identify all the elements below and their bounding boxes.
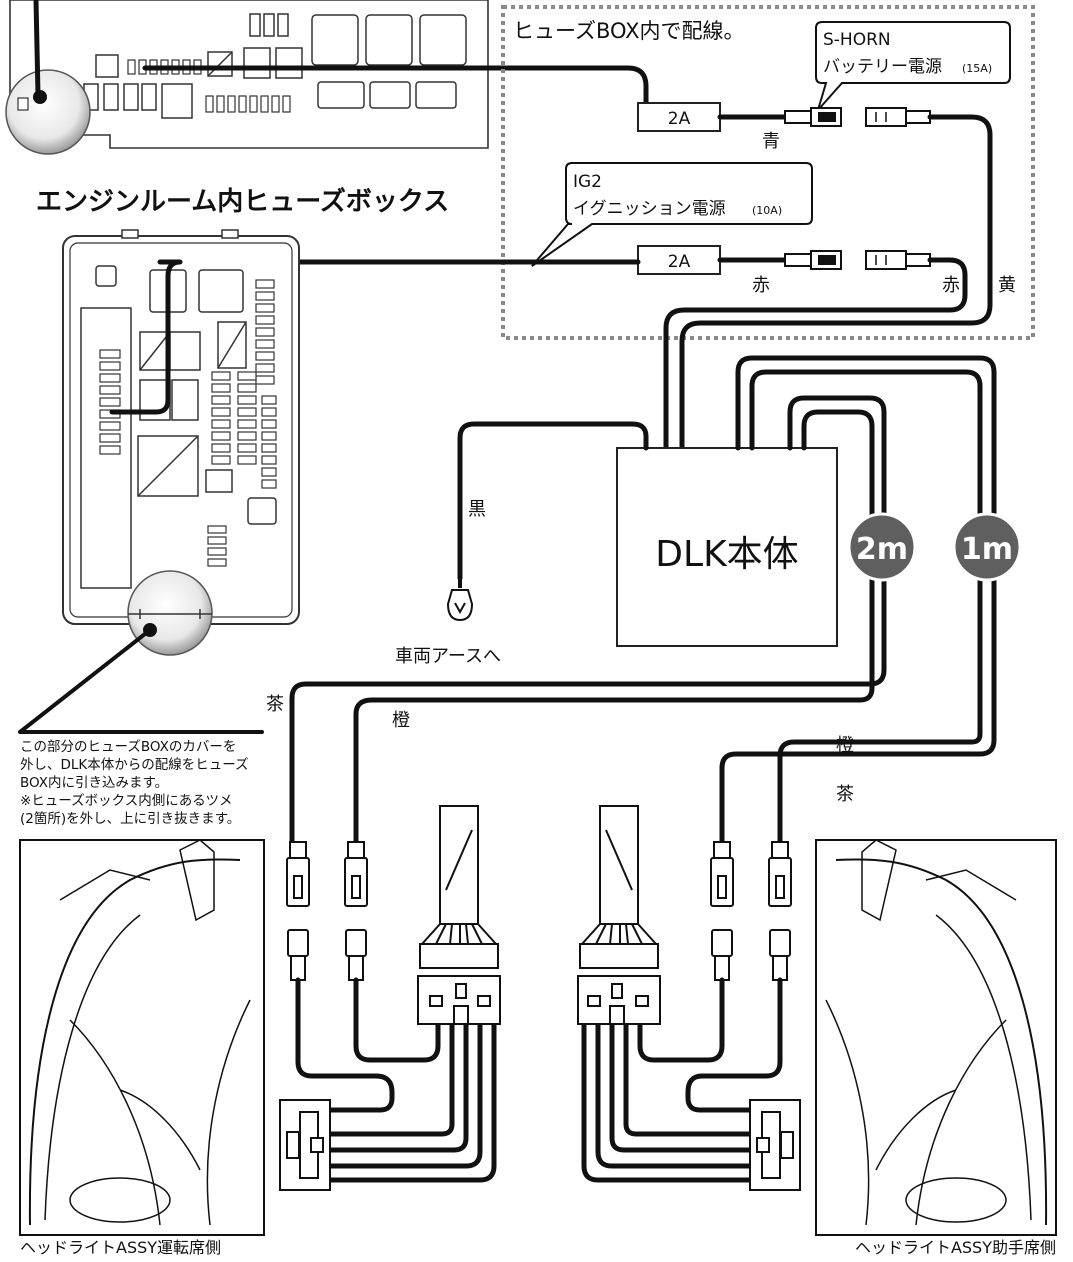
fuse-box-wiring-area [501,5,1035,340]
dlk-main-unit [616,447,838,647]
wire-red [663,257,968,451]
wire-label-blue: 青 [762,131,780,152]
wire-label-yellow: 黄 [998,275,1016,296]
wire-label-orange-right: 橙 [836,735,854,756]
ig2-power-label: イグニッション電源 [573,199,726,219]
left-harness [327,805,501,1183]
shorn-callout: S-HORN バッテリー電源 (15A) [815,21,1011,111]
wire-label-brown-left: 茶 [266,694,284,715]
instruction-line-4: ※ヒューズボックス内側にあるツメ [20,793,232,809]
length-badge-1m: 1m [952,512,1022,582]
right-harness [577,805,753,1183]
bottom-magnifier-icon [127,570,213,656]
connector-ig2-mate-icon [865,250,931,270]
connector-ig2-icon [784,250,842,270]
wire-yellow [679,114,993,451]
instruction-line-3: BOX内に引き込みます。 [20,775,168,791]
wire-left-a [295,977,395,1113]
instruction-line-1: この部分のヒューズBOXのカバーを [20,739,236,755]
shorn-rating: (15A) [962,62,992,75]
wire-ig2-in-box [109,259,183,415]
ig2-rating: (10A) [752,204,782,217]
wire-left-b [353,977,441,1063]
fuse-box-note: ヒューズBOX内で配線。 [513,19,745,43]
wire-top-panel [33,0,41,98]
wire-label-brown-right: 茶 [836,784,854,805]
headlight-passenger-label: ヘッドライトASSY助手席側 [855,1238,1056,1257]
pointer-line [18,628,264,734]
connector-shorn-icon [784,107,842,127]
instruction-text: この部分のヒューズBOXのカバーを 外し、DLK本体からの配線をヒューズ BOX… [20,739,249,827]
engine-fuse-box [62,229,300,625]
connector-shorn-mate-icon [865,107,931,127]
splice-connectors [286,841,792,981]
engine-fuse-box-title: エンジンルーム内ヒューズボックス [36,186,449,217]
headlight-driver-illustration [19,839,265,1236]
ground-label: 車両アースへ [395,646,501,667]
top-fuse-panel [9,0,489,149]
shorn-label: S-HORN [823,30,891,50]
headlight-driver-label: ヘッドライトASSY運転席側 [20,1238,221,1257]
ground-terminal-icon [446,578,474,622]
left-headlight-connector [279,1099,331,1191]
dlk-main-unit-label: DLK本体 [655,534,798,575]
wire-right-a [685,977,783,1113]
top-magnifier-icon [5,69,91,155]
headlight-passenger-illustration [815,839,1057,1236]
length-badge-1m-text: 1m [961,532,1013,567]
ig2-callout: IG2 イグニッション電源 (10A) [531,162,813,267]
wire-right-b [637,977,725,1063]
ig2-label: IG2 [573,172,602,192]
wire-label-orange-left: 橙 [392,710,410,731]
wire-label-red-1: 赤 [752,275,770,296]
fuse-top-rating: 2A [668,109,691,129]
wire-label-black: 黒 [468,499,486,520]
wire-shorn-feed [142,65,649,107]
length-badge-2m: 2m [847,512,917,582]
length-badge-2m-text: 2m [856,532,908,567]
right-headlight-connector [749,1099,801,1191]
shorn-power-label: バッテリー電源 [823,57,942,77]
fuse-bottom-rating: 2A [668,252,691,272]
instruction-line-5: (2箇所)を外し、上に引き抜きます。 [20,810,240,827]
instruction-line-2: 外し、DLK本体からの配線をヒューズ [20,757,249,773]
wire-label-red-2: 赤 [942,275,960,296]
wire-black-ground [457,421,649,581]
